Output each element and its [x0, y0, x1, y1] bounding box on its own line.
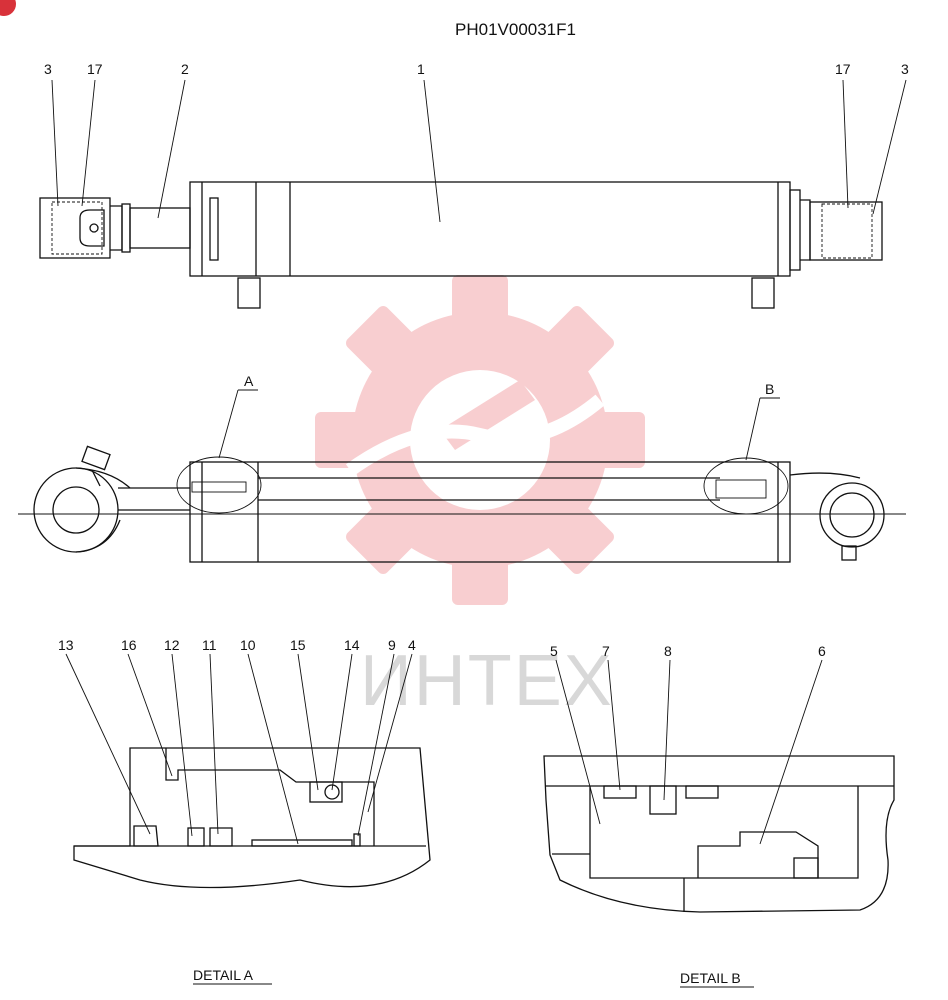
callout-7: 7 — [602, 643, 610, 659]
caption-detail-a: DETAIL A — [193, 967, 254, 983]
drawing-code: PH01V00031F1 — [455, 20, 576, 39]
caption-detail-b: DETAIL B — [680, 970, 741, 986]
callout-10: 10 — [240, 637, 256, 653]
callout-16: 16 — [121, 637, 137, 653]
callout-17-left: 17 — [87, 61, 103, 77]
callout-4: 4 — [408, 637, 416, 653]
callout-8: 8 — [664, 643, 672, 659]
section-label-a: A — [244, 373, 254, 389]
callout-13: 13 — [58, 637, 74, 653]
callout-3-right: 3 — [901, 61, 909, 77]
callout-17-right: 17 — [835, 61, 851, 77]
top-view-callouts: 3 17 2 1 17 3 — [44, 61, 909, 77]
top-view-leaders — [51, 79, 907, 223]
callout-6: 6 — [818, 643, 826, 659]
section-label-b: B — [765, 381, 774, 397]
watermark-text: ИНТЕХ — [360, 641, 614, 721]
corner-badge — [0, 0, 16, 16]
callout-15: 15 — [290, 637, 306, 653]
detail-a-leaders — [65, 653, 413, 845]
detail-b-callouts: 5 7 8 6 — [550, 643, 826, 659]
callout-2: 2 — [181, 61, 189, 77]
detail-a-drawing — [73, 747, 431, 889]
detail-a-callouts: 13 16 12 11 10 15 14 9 4 — [58, 637, 416, 653]
callout-3-left: 3 — [44, 61, 52, 77]
callout-14: 14 — [344, 637, 360, 653]
detail-b-leaders — [555, 659, 823, 845]
cylinder-section-view — [18, 389, 906, 563]
callout-1: 1 — [417, 61, 425, 77]
callout-11: 11 — [202, 637, 217, 653]
callout-9: 9 — [388, 637, 396, 653]
callout-5: 5 — [550, 643, 558, 659]
detail-b-drawing — [543, 755, 895, 913]
callout-12: 12 — [164, 637, 180, 653]
cylinder-top-view — [39, 181, 883, 309]
watermark-gear-logo — [315, 275, 645, 605]
